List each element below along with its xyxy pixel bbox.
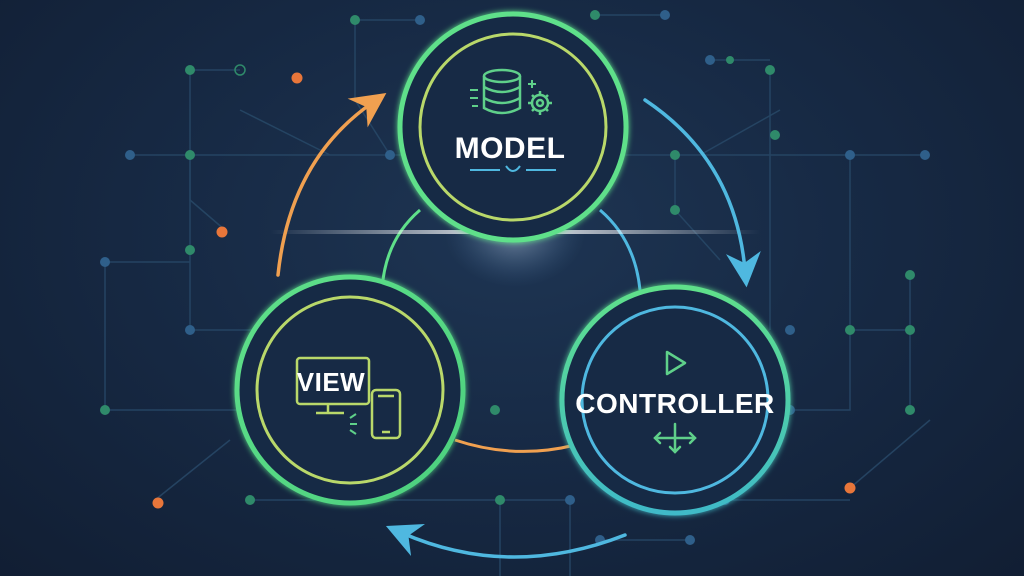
arrow-view-to-model	[276, 93, 387, 277]
connector-view-controller	[454, 438, 576, 453]
connector-model-controller	[599, 208, 642, 291]
sync-marks-icon	[349, 413, 357, 435]
circuit-nodes	[100, 10, 930, 545]
controller-label: CONTROLLER	[575, 388, 774, 419]
cycle-arrows	[276, 93, 761, 559]
model-ornament	[470, 165, 556, 172]
controller-node[interactable]: CONTROLLER	[559, 284, 791, 516]
database-icon	[482, 68, 522, 115]
model-node[interactable]: MODEL	[397, 11, 629, 243]
model-label: MODEL	[455, 132, 566, 165]
view-label: VIEW	[297, 367, 365, 397]
arrow-controller-to-view	[385, 523, 627, 559]
gear-icon	[528, 91, 552, 115]
move-arrows-icon	[653, 422, 697, 454]
data-flow-marks-icon	[470, 80, 536, 107]
arrow-model-to-controller	[643, 98, 761, 288]
connector-model-view	[380, 208, 421, 291]
play-icon	[665, 350, 687, 376]
monitor-icon	[295, 356, 371, 415]
view-node[interactable]: VIEW	[234, 274, 466, 506]
smartphone-icon	[370, 388, 402, 440]
circuit-background	[104, 14, 931, 576]
